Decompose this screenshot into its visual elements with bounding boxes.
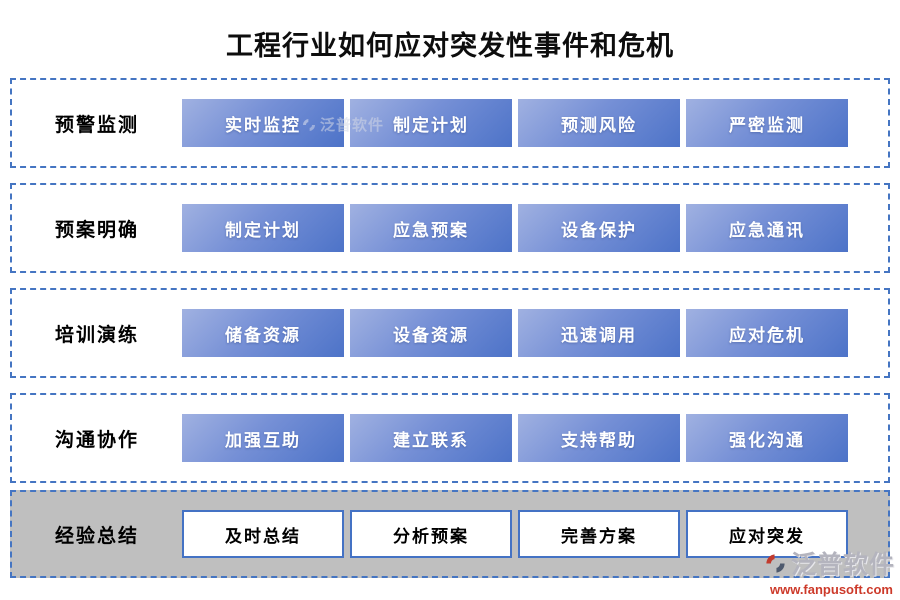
step-button: 制定计划	[350, 99, 512, 147]
step-button: 完善方案	[518, 510, 680, 558]
row-training-drills: 培训演练 储备资源 设备资源 迅速调用 应对危机	[10, 288, 890, 378]
step-button: 预测风险	[518, 99, 680, 147]
brand-url: www.fanpusoft.com	[769, 582, 893, 597]
row-experience-summary: 经验总结 及时总结 分析预案 完善方案 应对突发	[10, 490, 890, 578]
row-steps: 加强互助 建立联系 支持帮助 强化沟通	[182, 414, 848, 462]
row-warning-monitoring: 预警监测 实时监控 制定计划 预测风险 严密监测	[10, 78, 890, 168]
step-button: 设备资源	[350, 309, 512, 357]
brand-watermark: 泛普软件 www.fanpusoft.com	[764, 545, 895, 597]
row-label: 预案明确	[54, 219, 139, 241]
brand-name: 泛普软件	[790, 551, 895, 579]
step-button: 建立联系	[350, 414, 512, 462]
row-steps: 实时监控 制定计划 预测风险 严密监测	[182, 99, 848, 147]
step-button: 设备保护	[518, 204, 680, 252]
row-communication-collaboration: 沟通协作 加强互助 建立联系 支持帮助 强化沟通	[10, 393, 890, 483]
step-button: 严密监测	[686, 99, 848, 147]
row-label: 预警监测	[54, 114, 139, 136]
step-button: 分析预案	[350, 510, 512, 558]
step-button: 强化沟通	[686, 414, 848, 462]
step-button: 应对危机	[686, 309, 848, 357]
row-label: 经验总结	[54, 525, 139, 547]
step-button: 应对突发	[686, 510, 848, 558]
row-steps: 制定计划 应急预案 设备保护 应急通讯	[182, 204, 848, 252]
step-button: 应急通讯	[686, 204, 848, 252]
step-button: 应急预案	[350, 204, 512, 252]
row-steps: 储备资源 设备资源 迅速调用 应对危机	[182, 309, 848, 357]
page-title: 工程行业如何应对突发性事件和危机	[226, 31, 674, 61]
row-plan-clarity: 预案明确 制定计划 应急预案 设备保护 应急通讯	[10, 183, 890, 273]
step-button: 迅速调用	[518, 309, 680, 357]
row-steps: 及时总结 分析预案 完善方案 应对突发	[182, 510, 848, 558]
step-button: 制定计划	[182, 204, 344, 252]
step-button: 支持帮助	[518, 414, 680, 462]
row-label: 培训演练	[54, 324, 139, 346]
fanpu-logo-icon	[764, 552, 787, 575]
step-button: 储备资源	[182, 309, 344, 357]
step-button: 及时总结	[182, 510, 344, 558]
step-button: 实时监控	[182, 99, 344, 147]
row-label: 沟通协作	[54, 429, 139, 451]
step-button: 加强互助	[182, 414, 344, 462]
